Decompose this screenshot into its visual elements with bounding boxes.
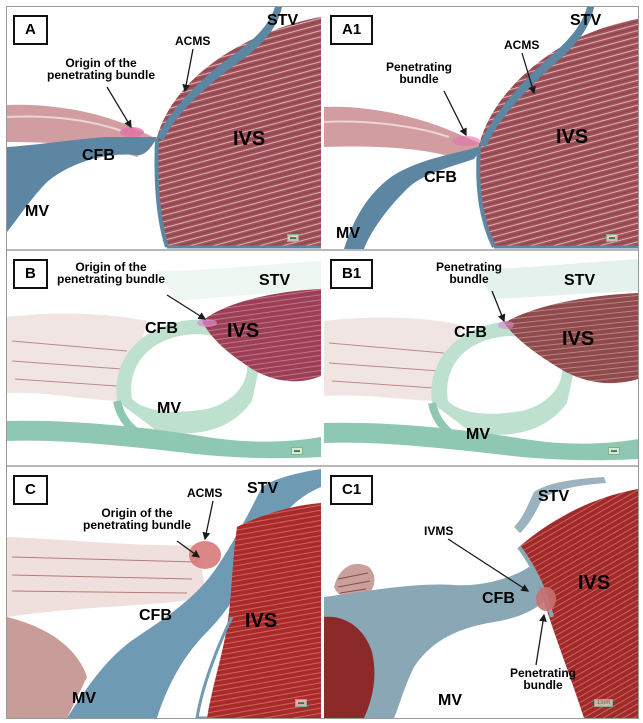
panel-b: B Origin of the penetrating bundle STV C… bbox=[7, 251, 321, 465]
label-origin: Origin of the penetrating bundle bbox=[83, 507, 191, 531]
panel-a1-letter: A1 bbox=[330, 15, 374, 45]
panel-c1: C1 STV IVMS IVS CFB Penetrating bundle M… bbox=[324, 467, 638, 718]
label-mv: MV bbox=[336, 225, 360, 242]
panel-a-tissue bbox=[7, 7, 321, 249]
panel-c1-letter: C1 bbox=[330, 475, 374, 505]
panel-divider bbox=[321, 7, 324, 249]
label-penetrating: Penetrating bundle bbox=[386, 61, 452, 85]
panel-b-letter: B bbox=[13, 259, 48, 289]
scale-bar: ▬ bbox=[606, 234, 618, 242]
label-cfb: CFB bbox=[139, 607, 172, 624]
label-ivs: IVS bbox=[578, 572, 611, 594]
panel-b1: B1 Penetrating bundle STV CFB IVS MV ▬ bbox=[324, 251, 638, 465]
panel-b1-tissue bbox=[324, 251, 638, 465]
label-ivs: IVS bbox=[562, 328, 595, 350]
label-penetrating-line1: Penetrating bbox=[436, 260, 503, 274]
label-origin-line2: penetrating bundle bbox=[57, 272, 165, 286]
label-acms: ACMS bbox=[175, 34, 211, 48]
panel-c-letter: C bbox=[13, 475, 48, 505]
label-ivs: IVS bbox=[227, 320, 260, 342]
label-ivms: IVMS bbox=[424, 524, 454, 538]
scale-bar: ▬ bbox=[295, 699, 307, 707]
panel-b-tissue bbox=[7, 251, 321, 465]
scale-bar: ▬ bbox=[608, 447, 620, 455]
label-mv: MV bbox=[466, 426, 490, 443]
panel-divider bbox=[321, 251, 324, 465]
label-ivs: IVS bbox=[556, 126, 589, 148]
row-a: A STV ACMS Origin of the penetrating bun… bbox=[7, 7, 638, 249]
label-mv: MV bbox=[157, 400, 181, 417]
panel-divider bbox=[321, 467, 324, 718]
label-origin-line2: penetrating bundle bbox=[47, 68, 155, 82]
label-origin-line1: Origin of the bbox=[65, 56, 137, 70]
label-mv: MV bbox=[25, 203, 49, 220]
label-acms: ACMS bbox=[187, 486, 223, 500]
row-separator bbox=[7, 465, 638, 467]
label-cfb: CFB bbox=[145, 320, 178, 337]
label-penetrating-line2: bundle bbox=[399, 72, 439, 86]
label-mv: MV bbox=[72, 690, 96, 707]
panel-a: A STV ACMS Origin of the penetrating bun… bbox=[7, 7, 321, 249]
label-stv: STV bbox=[259, 272, 291, 289]
label-stv: STV bbox=[247, 480, 279, 497]
label-origin: Origin of the penetrating bundle bbox=[47, 57, 155, 81]
panel-a1: A1 STV ACMS Penetrating bundle IVS CFB M… bbox=[324, 7, 638, 249]
label-origin-line1: Origin of the bbox=[101, 506, 173, 520]
label-ivs: IVS bbox=[233, 128, 266, 150]
label-penetrating-line2: bundle bbox=[523, 678, 563, 692]
label-penetrating-line2: bundle bbox=[449, 272, 489, 286]
label-penetrating-line1: Penetrating bbox=[510, 666, 577, 680]
panel-a1-tissue bbox=[324, 7, 638, 249]
label-acms: ACMS bbox=[504, 38, 540, 52]
label-penetrating: Penetrating bundle bbox=[436, 261, 502, 285]
label-cfb: CFB bbox=[82, 147, 115, 164]
label-stv: STV bbox=[564, 272, 596, 289]
row-b: B Origin of the penetrating bundle STV C… bbox=[7, 251, 638, 465]
panel-c: C ACMS STV Origin of the penetrating bun… bbox=[7, 467, 321, 718]
row-c: C ACMS STV Origin of the penetrating bun… bbox=[7, 467, 638, 718]
label-cfb: CFB bbox=[424, 169, 457, 186]
panel-b1-letter: B1 bbox=[330, 259, 374, 289]
row-separator bbox=[7, 249, 638, 251]
scale-bar-1mm: 1mm bbox=[594, 699, 614, 707]
scale-bar: ▬ bbox=[291, 447, 303, 455]
label-origin-line2: penetrating bundle bbox=[83, 518, 191, 532]
label-cfb: CFB bbox=[482, 590, 515, 607]
panel-a-letter: A bbox=[13, 15, 48, 45]
label-stv: STV bbox=[267, 12, 299, 29]
panel-c1-tissue bbox=[324, 467, 638, 718]
label-cfb: CFB bbox=[454, 324, 487, 341]
panel-c-tissue bbox=[7, 467, 321, 718]
label-origin-line1: Origin of the bbox=[75, 260, 147, 274]
label-stv: STV bbox=[570, 12, 602, 29]
scale-bar: ▬ bbox=[287, 234, 299, 242]
label-origin: Origin of the penetrating bundle bbox=[57, 261, 165, 285]
label-stv: STV bbox=[538, 488, 570, 505]
label-penetrating-line1: Penetrating bbox=[386, 60, 453, 74]
label-ivs: IVS bbox=[245, 610, 278, 632]
label-mv: MV bbox=[438, 692, 462, 709]
label-penetrating: Penetrating bundle bbox=[510, 667, 576, 691]
histology-figure: A STV ACMS Origin of the penetrating bun… bbox=[6, 6, 639, 719]
